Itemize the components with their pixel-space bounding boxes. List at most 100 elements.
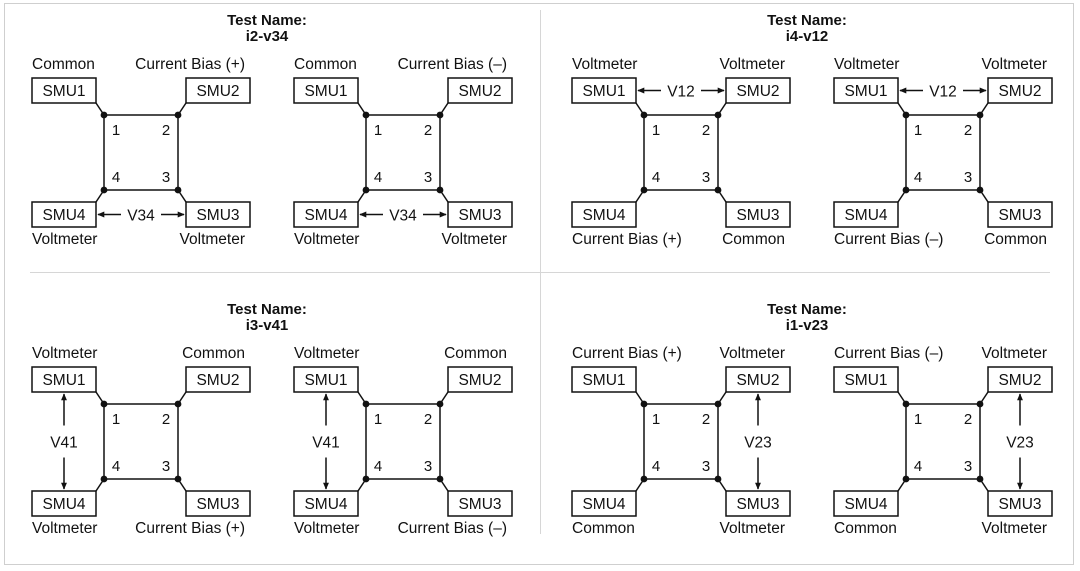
smu3-box (725, 201, 791, 228)
role-label-smu4: Voltmeter (32, 520, 97, 537)
smu3-label: SMU3 (458, 496, 501, 513)
smu1-box (571, 77, 637, 104)
node-dot (100, 400, 108, 408)
smu3-box (447, 490, 513, 517)
role-label-smu4: Voltmeter (294, 231, 359, 248)
role-label-smu1: Current Bias (–) (834, 345, 943, 362)
corner-number-1: 1 (112, 411, 120, 428)
node-dot (976, 400, 984, 408)
smu2-box (447, 77, 513, 104)
corner-number-3: 3 (424, 458, 432, 475)
smu3-box (447, 201, 513, 228)
horizontal-divider (30, 272, 1050, 273)
measure-label: V12 (929, 84, 957, 101)
node-dot (640, 475, 648, 483)
smu1-label: SMU1 (582, 83, 625, 100)
node-dot (362, 111, 370, 119)
smu1-box (31, 366, 97, 393)
corner-number-4: 4 (112, 458, 120, 475)
measure-label: V23 (1006, 435, 1034, 452)
smu4-label: SMU4 (844, 207, 887, 224)
role-label-smu2: Common (182, 345, 245, 362)
corner-number-2: 2 (424, 411, 432, 428)
smu4-box (31, 201, 97, 228)
node-dot (640, 186, 648, 194)
smu2-label: SMU2 (736, 83, 779, 100)
smu1-box (571, 366, 637, 393)
role-label-smu3: Current Bias (+) (135, 520, 245, 537)
corner-number-1: 1 (652, 411, 660, 428)
node-dot (100, 475, 108, 483)
smu2-label: SMU2 (458, 83, 501, 100)
corner-number-3: 3 (964, 169, 972, 186)
smu2-label: SMU2 (998, 372, 1041, 389)
sample-square (365, 403, 441, 480)
corner-number-3: 3 (702, 458, 710, 475)
measure-label: V34 (127, 208, 155, 225)
smu1-box (293, 366, 359, 393)
role-label-smu2: Current Bias (–) (398, 56, 507, 73)
role-label-smu3: Common (984, 231, 1047, 248)
node-dot (640, 400, 648, 408)
smu1-label: SMU1 (304, 372, 347, 389)
corner-number-4: 4 (652, 458, 660, 475)
measure-label: V12 (667, 84, 695, 101)
node-dot (902, 186, 910, 194)
measure-label: V34 (389, 208, 417, 225)
smu3-label: SMU3 (736, 207, 779, 224)
corner-number-1: 1 (112, 122, 120, 139)
corner-number-2: 2 (964, 122, 972, 139)
test-name-value: i1-v23 (786, 317, 829, 334)
role-label-smu3: Voltmeter (720, 520, 785, 537)
smu4-box (31, 490, 97, 517)
smu3-box (185, 201, 251, 228)
corner-number-3: 3 (162, 458, 170, 475)
role-label-smu1: Voltmeter (572, 56, 637, 73)
node-dot (714, 475, 722, 483)
smu3-box (987, 201, 1053, 228)
node-dot (436, 475, 444, 483)
corner-number-4: 4 (112, 169, 120, 186)
sample-square (365, 114, 441, 191)
corner-number-3: 3 (162, 169, 170, 186)
sample-square (643, 114, 719, 191)
role-label-smu2: Common (444, 345, 507, 362)
role-label-smu2: Voltmeter (720, 345, 785, 362)
role-label-smu1: Voltmeter (834, 56, 899, 73)
node-dot (174, 400, 182, 408)
role-label-smu3: Common (722, 231, 785, 248)
corner-number-4: 4 (914, 169, 922, 186)
node-dot (362, 475, 370, 483)
corner-number-2: 2 (162, 122, 170, 139)
test-name-value: i3-v41 (246, 317, 289, 334)
smu1-box (31, 77, 97, 104)
smu2-box (987, 77, 1053, 104)
corner-number-4: 4 (652, 169, 660, 186)
node-dot (436, 400, 444, 408)
node-dot (976, 475, 984, 483)
smu3-box (185, 490, 251, 517)
node-dot (976, 186, 984, 194)
smu4-label: SMU4 (582, 207, 625, 224)
figure-frame (4, 3, 1074, 565)
smu4-box (293, 490, 359, 517)
role-label-smu1: Voltmeter (294, 345, 359, 362)
role-label-smu4: Common (834, 520, 897, 537)
role-label-smu3: Voltmeter (442, 231, 507, 248)
role-label-smu4: Voltmeter (294, 520, 359, 537)
node-dot (436, 186, 444, 194)
test-name-value: i2-v34 (246, 28, 289, 45)
corner-number-1: 1 (374, 411, 382, 428)
node-dot (174, 475, 182, 483)
smu1-label: SMU1 (304, 83, 347, 100)
role-label-smu1: Common (32, 56, 95, 73)
smu4-label: SMU4 (42, 207, 85, 224)
test-name-label: Test Name: (227, 301, 307, 318)
smu1-box (833, 77, 899, 104)
smu4-box (293, 201, 359, 228)
